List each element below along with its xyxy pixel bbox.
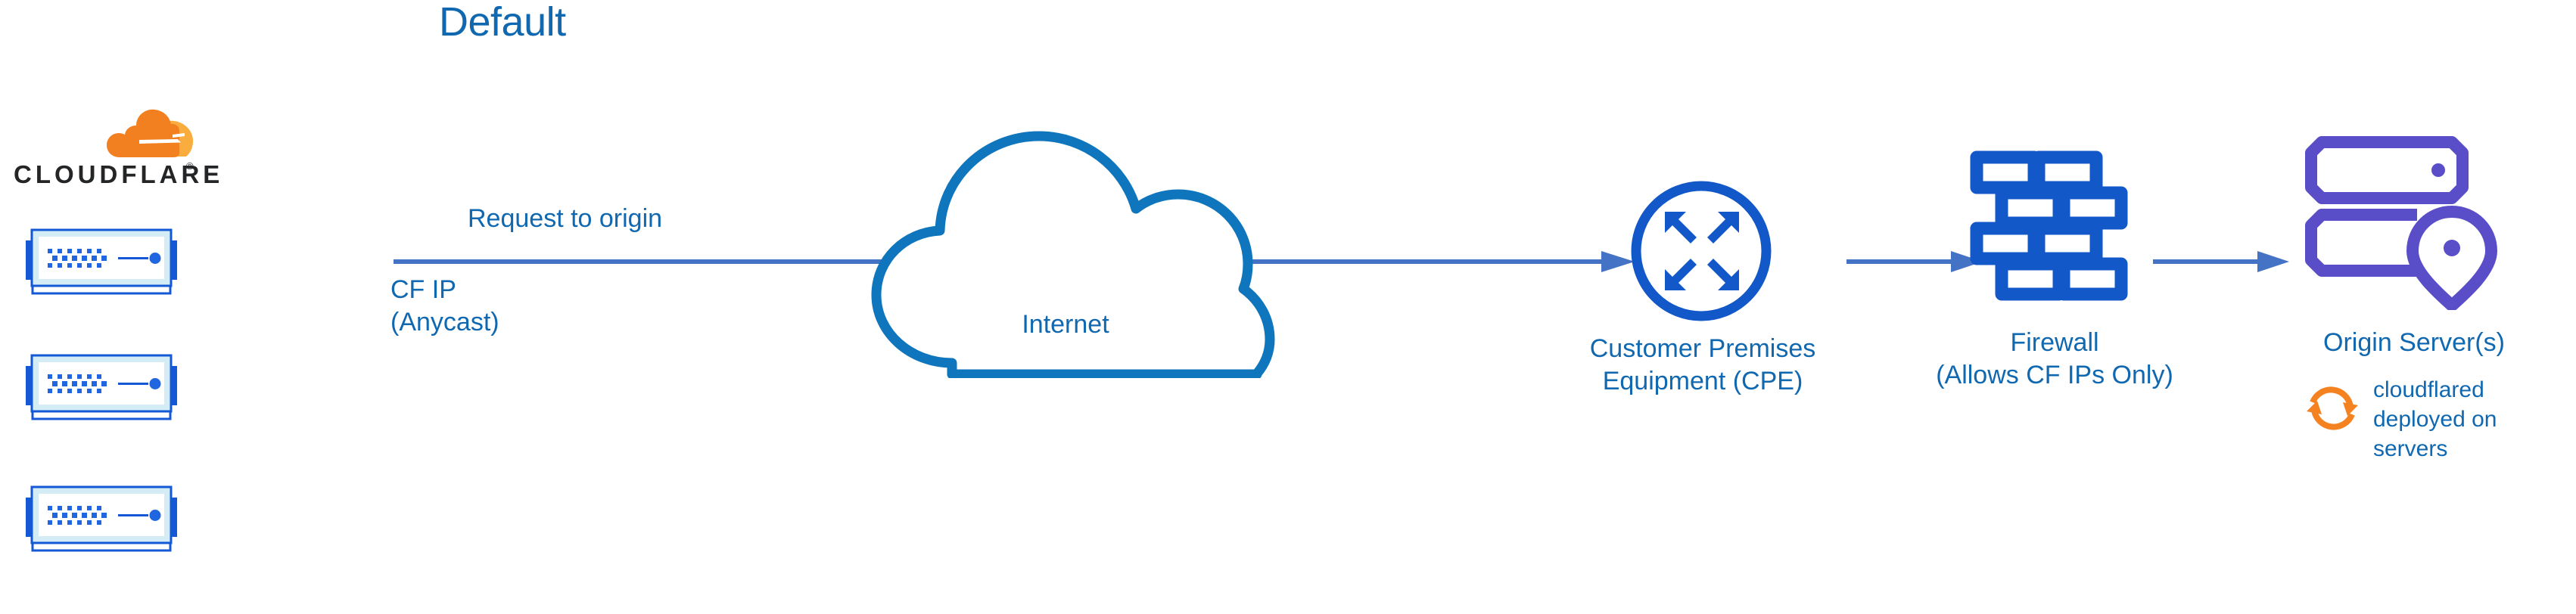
firewall-label-line-2: (Allows CF IPs Only): [1936, 361, 2173, 389]
registered-trademark-icon: ®: [186, 160, 194, 172]
arrow-cpe-to-firewall: [1846, 243, 1983, 280]
arrow-firewall-to-origin: [2153, 243, 2289, 280]
cpe-label: Customer Premises Equipment (CPE): [1544, 333, 1862, 398]
router-four-arrows-icon: [1626, 175, 1777, 327]
internet-cloud-icon: [838, 106, 1293, 380]
origin-server-label: Origin Server(s): [2323, 328, 2505, 357]
cf-ip-anycast-label: CF IP (Anycast): [390, 274, 499, 339]
cloudflared-label: cloudflared deployed on servers: [2373, 375, 2497, 464]
cloudflared-annotation: cloudflared deployed on servers: [2304, 375, 2568, 511]
page-title: Default: [439, 0, 566, 45]
request-to-origin-label: Request to origin: [468, 204, 663, 233]
internet-label: Internet: [1022, 310, 1109, 339]
origin-server-rack-pin-icon: [2304, 136, 2523, 312]
sync-arrows-icon: [2304, 381, 2361, 436]
cloudflared-line-3: servers: [2373, 436, 2448, 461]
brick-wall-icon: [1968, 150, 2142, 310]
cloudflare-wordmark: CLOUDFLARE: [14, 160, 224, 188]
cpe-label-line-1: Customer Premises: [1589, 334, 1816, 363]
cf-ip-line-2: (Anycast): [390, 308, 499, 336]
cloudflare-cloud-mark-icon: [106, 106, 197, 160]
edge-server-unit-1: [21, 224, 182, 296]
cloudflared-line-1: cloudflared: [2373, 377, 2484, 402]
cf-ip-line-1: CF IP: [390, 275, 456, 304]
cpe-label-line-2: Equipment (CPE): [1602, 367, 1803, 395]
cloudflared-line-2: deployed on: [2373, 407, 2497, 432]
edge-server-unit-2: [21, 349, 182, 422]
cloudflare-logo: CLOUDFLARE ®: [14, 106, 219, 219]
edge-server-unit-3: [21, 481, 182, 554]
firewall-label: Firewall (Allows CF IPs Only): [1892, 327, 2217, 392]
firewall-label-line-1: Firewall: [2010, 328, 2099, 357]
